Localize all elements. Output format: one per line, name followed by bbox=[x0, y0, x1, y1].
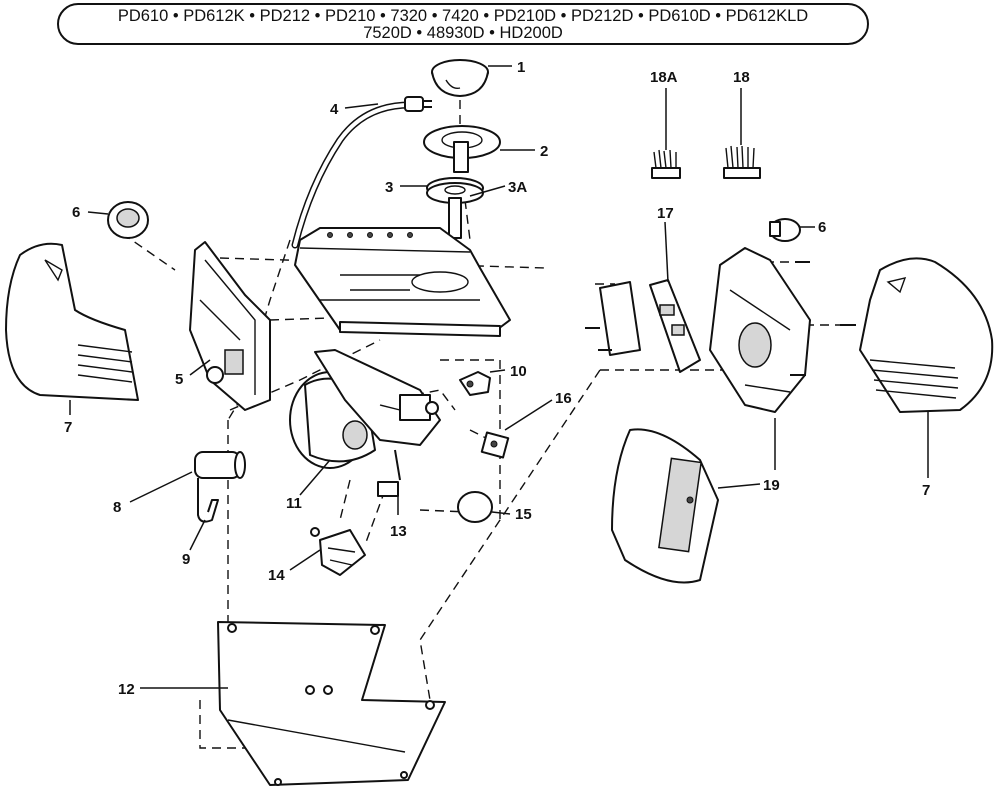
callout-labels: 1 2 3 3A 4 5 6 6 7 7 8 9 10 11 12 13 14 … bbox=[64, 59, 930, 698]
part-12-bottom-cover bbox=[217, 621, 446, 786]
model-list-line-2: 7520D • 48930D • HD200D bbox=[363, 24, 563, 42]
part-9-capacitor-clip bbox=[197, 478, 219, 523]
callout-4: 4 bbox=[330, 101, 339, 118]
part-10-limit-switch bbox=[459, 371, 491, 396]
part-6-left-knob bbox=[107, 201, 149, 239]
part-6-right-knob bbox=[769, 218, 801, 242]
callout-7-left: 7 bbox=[64, 419, 72, 436]
part-18-connector-strip bbox=[723, 145, 761, 179]
part-18a-connector-strip bbox=[651, 149, 681, 179]
callout-18: 18 bbox=[733, 69, 750, 86]
callout-13: 13 bbox=[390, 523, 407, 540]
part-8-capacitor bbox=[194, 451, 246, 479]
callout-10: 10 bbox=[510, 363, 527, 380]
part-1-light-lens bbox=[431, 59, 489, 97]
callout-2: 2 bbox=[540, 143, 548, 160]
chassis-plate bbox=[294, 227, 511, 337]
model-banner: PD610 • PD612K • PD212 • PD210 • 7320 • … bbox=[57, 3, 869, 45]
callout-19: 19 bbox=[763, 477, 780, 494]
part-2-light-plate bbox=[423, 125, 501, 173]
part-7-left-cover bbox=[5, 242, 139, 401]
part-3-pulley bbox=[426, 177, 484, 239]
callout-18a: 18A bbox=[650, 69, 678, 86]
callout-6-left: 6 bbox=[72, 204, 80, 221]
callout-12: 12 bbox=[118, 681, 135, 698]
callout-8: 8 bbox=[113, 499, 121, 516]
screws bbox=[790, 261, 856, 376]
callout-7-right: 7 bbox=[922, 482, 930, 499]
callout-17: 17 bbox=[657, 205, 674, 222]
part-19-right-end-panel bbox=[709, 247, 811, 413]
callout-5: 5 bbox=[175, 371, 183, 388]
part-17-logic-board bbox=[585, 279, 701, 373]
part-15-lens bbox=[457, 491, 493, 523]
callout-6-right: 6 bbox=[818, 219, 826, 236]
part-14-hardware-kit bbox=[310, 527, 366, 576]
callout-14: 14 bbox=[268, 567, 285, 584]
part-5-left-end-panel bbox=[189, 241, 271, 411]
model-list-line-1: PD610 • PD612K • PD212 • PD210 • 7320 • … bbox=[118, 7, 808, 25]
callout-1: 1 bbox=[517, 59, 525, 76]
part-4-power-cord bbox=[291, 96, 432, 249]
part-7-right-cover bbox=[859, 257, 994, 413]
callout-16: 16 bbox=[555, 390, 572, 407]
callout-3a: 3A bbox=[508, 179, 527, 196]
part-16-sensor bbox=[480, 431, 510, 459]
callout-11: 11 bbox=[286, 495, 302, 512]
callout-15: 15 bbox=[515, 506, 532, 523]
part-13-connector bbox=[377, 449, 401, 497]
part-19-light-cover bbox=[611, 428, 719, 584]
drive-assembly bbox=[314, 349, 441, 446]
callout-9: 9 bbox=[182, 551, 190, 568]
callout-3: 3 bbox=[385, 179, 393, 196]
callout-leaders bbox=[69, 65, 929, 689]
